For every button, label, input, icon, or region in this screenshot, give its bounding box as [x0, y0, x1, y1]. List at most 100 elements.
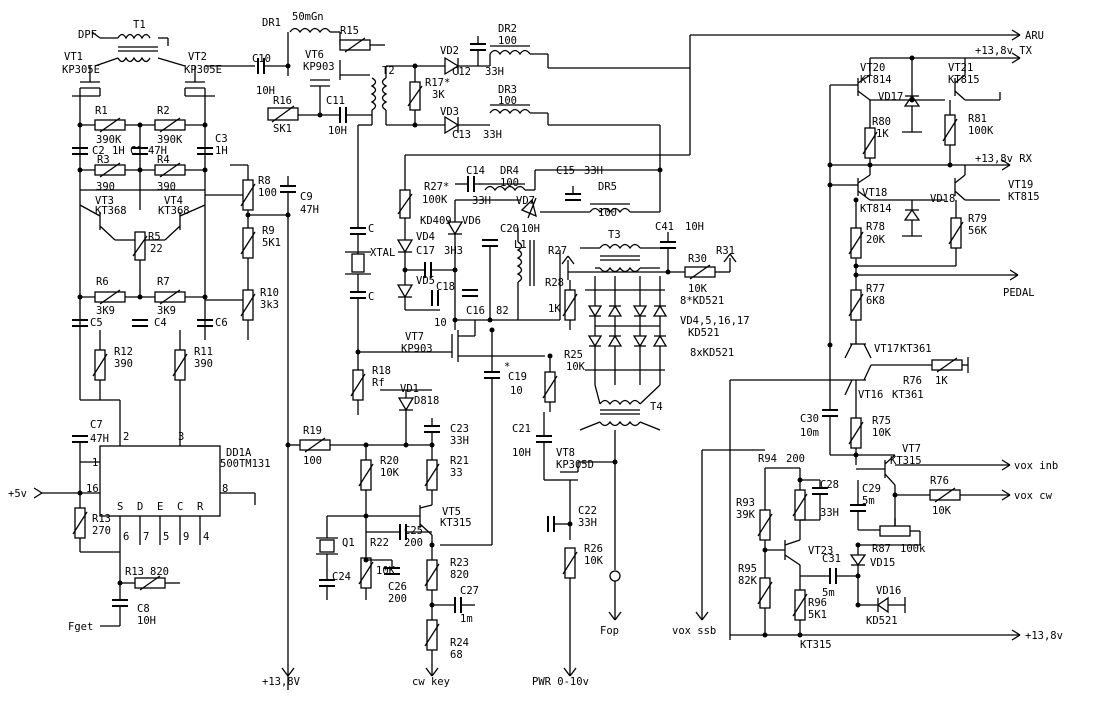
- label: 33H: [820, 507, 839, 519]
- label: 3H3: [444, 245, 463, 257]
- label: 10H: [512, 447, 531, 459]
- label: R11: [194, 346, 213, 358]
- label: KT368: [158, 205, 190, 217]
- label: vox ssb: [672, 625, 716, 637]
- label: R96: [808, 597, 827, 609]
- label: 10H: [328, 125, 347, 137]
- label: 5: [163, 531, 169, 543]
- label: C13: [452, 129, 471, 141]
- label: VT3: [95, 195, 114, 207]
- label: vox inb: [1014, 460, 1058, 472]
- label: KP903: [401, 343, 433, 355]
- label: 10: [510, 385, 523, 397]
- label: C10: [252, 53, 271, 65]
- label: 82K: [738, 575, 758, 587]
- label: R26: [584, 543, 603, 555]
- label: 10K: [376, 565, 396, 577]
- label: 5K1: [262, 237, 281, 249]
- label: R81: [968, 113, 987, 125]
- label: C24: [332, 571, 351, 583]
- label: KT361: [900, 343, 932, 355]
- label: C9: [300, 191, 313, 203]
- label: R13: [92, 513, 111, 525]
- label: C29: [862, 483, 881, 495]
- label: R76: [930, 475, 949, 487]
- label: 47H: [90, 433, 109, 445]
- label: XTAL: [370, 247, 395, 259]
- label: C27: [460, 585, 479, 597]
- label: +13,8v: [1025, 630, 1063, 642]
- label: C5: [90, 317, 103, 329]
- label: T3: [608, 229, 621, 241]
- label: C17: [416, 245, 435, 257]
- label: S: [117, 501, 123, 513]
- label: C: [368, 223, 374, 235]
- label: KT814: [860, 74, 892, 86]
- label: 33H: [483, 129, 502, 141]
- label: R23: [450, 557, 469, 569]
- label: 82: [496, 305, 509, 317]
- label: R93: [736, 497, 755, 509]
- label: 33H: [584, 165, 603, 177]
- label: C1: [130, 145, 143, 157]
- label: C41: [655, 221, 674, 233]
- label: +13,8v TX: [975, 45, 1033, 57]
- label: R5: [148, 231, 161, 243]
- label: 20K: [866, 234, 886, 246]
- label: 33H: [578, 517, 597, 529]
- label: 4: [203, 531, 209, 543]
- label: 33H: [485, 66, 504, 78]
- label: vox cw: [1014, 490, 1053, 502]
- label: PEDAL: [1003, 287, 1035, 299]
- label: KT368: [95, 205, 127, 217]
- label: VD6: [462, 215, 481, 227]
- label: R95: [738, 563, 757, 575]
- label: ARU: [1025, 30, 1044, 42]
- label: 1K: [935, 375, 948, 387]
- label: KP305E: [184, 64, 222, 76]
- label: VT17: [874, 343, 899, 355]
- label: C21: [512, 423, 531, 435]
- label: C3: [215, 133, 228, 145]
- label: DD1A: [226, 447, 252, 459]
- label: R13: [125, 566, 144, 578]
- label: 390: [194, 358, 213, 370]
- label: C7: [90, 419, 103, 431]
- label: R78: [866, 221, 885, 233]
- label: VD4: [416, 231, 435, 243]
- label: 390K: [96, 134, 122, 146]
- label: SK1: [273, 123, 292, 135]
- label: 6: [123, 531, 129, 543]
- label: 1H: [112, 145, 125, 157]
- label: KT315: [890, 455, 922, 467]
- label: C28: [820, 479, 839, 491]
- label: VT4: [164, 195, 183, 207]
- label: VT19: [1008, 179, 1033, 191]
- label: 390: [114, 358, 133, 370]
- label: C12: [452, 66, 471, 78]
- label: 47H: [300, 204, 319, 216]
- label: 16: [86, 483, 99, 495]
- label: 6K8: [866, 295, 885, 307]
- label: 3: [178, 431, 184, 443]
- label: *: [504, 361, 510, 373]
- label: 10K: [872, 427, 892, 439]
- label: 22: [150, 243, 163, 255]
- label: 10H: [137, 615, 156, 627]
- label: 3K: [432, 89, 445, 101]
- label: 5m: [822, 587, 835, 599]
- label: 8*KD521: [680, 295, 724, 307]
- label: VD15: [870, 557, 895, 569]
- label: R79: [968, 213, 987, 225]
- label: VD3: [440, 106, 459, 118]
- label: 270: [92, 525, 111, 537]
- label: KP305D: [556, 459, 594, 471]
- label: 1: [92, 457, 98, 469]
- label: VD7: [516, 195, 535, 207]
- label: KT814: [860, 203, 892, 215]
- label: KT315: [440, 517, 472, 529]
- label: VD2: [440, 45, 459, 57]
- label: C30: [800, 413, 819, 425]
- label: VD17: [878, 91, 903, 103]
- label: VT23: [808, 545, 833, 557]
